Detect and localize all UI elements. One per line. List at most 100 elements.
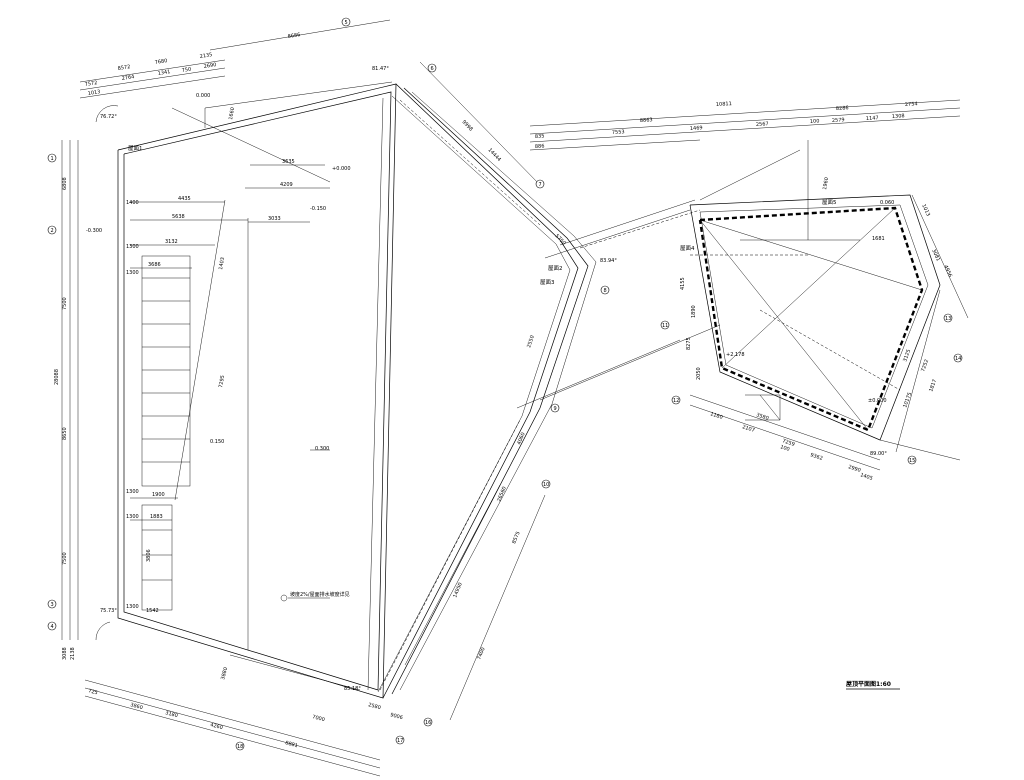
svg-text:4: 4: [51, 624, 54, 630]
dim-int-4209: 4209: [280, 182, 293, 188]
grid-bubble-14: 14: [953, 353, 963, 363]
grid-bubble-2: 2: [47, 225, 57, 235]
dim-diag-5750: 5750: [554, 233, 567, 246]
dim-top-8572: 8572: [117, 64, 131, 72]
level-marks: 0.000 +0.000 -0.150 +2.178 0.060 -0.300 …: [86, 93, 894, 452]
dim-r-2050: 2050: [696, 367, 702, 380]
svg-text:3: 3: [51, 602, 54, 608]
dim-top-1013: 1013: [87, 89, 101, 97]
dim-top-2135: 2135: [199, 52, 213, 60]
dim-bot-3880: 3880: [220, 667, 229, 681]
dim-diag-7400: 7400: [476, 647, 486, 661]
dim-r-8275: 8275: [686, 337, 692, 350]
level-mark-1: 0.000: [196, 93, 210, 99]
svg-text:12: 12: [673, 398, 679, 404]
dim-r-1405: 1405: [859, 472, 873, 482]
svg-text:15: 15: [909, 458, 915, 464]
dim-left-7500-a: 7500: [62, 297, 68, 310]
dim-left-2138: 2138: [70, 647, 76, 660]
dim-bot-3860: 3860: [129, 702, 143, 711]
drawing-title: 屋顶平面图1:60: [846, 680, 891, 688]
dim-r-1180: 1180: [709, 411, 723, 421]
level-mark-5: 0.060: [880, 200, 894, 206]
dim-int-3686: 3686: [148, 262, 161, 268]
dim-r-2107: 2107: [741, 424, 755, 434]
svg-text:17: 17: [397, 738, 403, 744]
dim-diag-8575: 8575: [511, 531, 521, 545]
dim-ur-2567: 2567: [756, 121, 769, 128]
dim-left-7500-b: 7500: [62, 552, 68, 565]
dim-diag-9998: 9998: [461, 119, 474, 132]
right-dimensions: 1013 1681 3081 4956 3125 7252 1817 10175…: [680, 177, 969, 482]
room-label-1: 屋面1: [128, 145, 143, 152]
level-mark-8: 0.150: [210, 439, 224, 445]
level-mark-4: +2.178: [726, 352, 745, 358]
svg-text:16: 16: [425, 720, 431, 726]
dim-ur-1469: 1469: [690, 125, 703, 132]
svg-text:2: 2: [51, 228, 54, 234]
dim-ur-10811: 10811: [716, 101, 732, 108]
grid-bubble-7: 7: [535, 179, 545, 189]
grid-bubble-10: 10: [541, 479, 551, 489]
grid-bubble-15: 15: [907, 455, 917, 465]
angle-mark-2: 81.47°: [372, 66, 389, 72]
dim-ur-2754: 2754: [905, 101, 918, 108]
dim-int-1883: 1883: [150, 514, 163, 520]
dim-r-7259: 7259: [781, 438, 795, 448]
dim-int-4435: 4435: [178, 196, 191, 202]
dim-ur-1308: 1308: [892, 113, 905, 120]
top-dimension-chain: 8572 7680 2135 7572 2764 1341 750 2690 1…: [79, 19, 391, 99]
dim-r-4155: 4155: [680, 277, 686, 290]
dim-r-7252: 7252: [920, 359, 930, 373]
dim-inner-1300-b: 1300: [126, 270, 139, 276]
grid-bubbles: 1 2 3 4 5 6 7 8 9 10 11 12 13 14 15 16 1…: [47, 17, 963, 751]
dim-top-8686: 8686: [287, 32, 301, 40]
svg-text:8: 8: [604, 288, 607, 294]
dim-diag-26560: 26560: [496, 486, 508, 503]
dim-left-28088: 28088: [54, 369, 60, 385]
dim-int-7295: 7295: [218, 375, 226, 389]
grid-bubble-17: 17: [395, 735, 405, 745]
dim-ur-8286: 8286: [836, 105, 849, 112]
svg-text:18: 18: [237, 744, 243, 750]
dim-r-1890: 1890: [691, 305, 697, 318]
dim-diag-2550: 2550: [526, 335, 536, 349]
dim-r-3580: 3580: [755, 412, 769, 422]
grid-bubble-6: 6: [427, 63, 437, 73]
room-label-5: 屋面5: [822, 199, 837, 206]
dim-int-1542: 1542: [146, 608, 159, 614]
dim-inner-1300-a: 1300: [126, 244, 139, 250]
dim-inner-1300-e: 1300: [126, 604, 139, 610]
dim-r-1013: 1013: [920, 203, 931, 217]
dim-top-750: 750: [181, 67, 191, 74]
svg-text:5: 5: [345, 20, 348, 26]
dim-diag-14950: 14950: [452, 582, 464, 599]
angle-mark-4: 85.18°: [344, 686, 361, 692]
dim-bot-8881: 8881: [284, 740, 298, 749]
svg-text:11: 11: [662, 323, 668, 329]
grid-bubble-4: 4: [47, 621, 57, 631]
svg-text:14: 14: [955, 356, 961, 362]
angle-mark-3: 75.73°: [100, 608, 117, 614]
dim-bot-2580: 2580: [367, 702, 381, 711]
svg-text:9: 9: [554, 406, 557, 412]
grid-bubble-3: 3: [47, 599, 57, 609]
dim-left-6808: 6808: [62, 177, 68, 190]
grid-bubble-9: 9: [550, 403, 560, 413]
dim-inner-1300-c: 1300: [126, 489, 139, 495]
dim-int-3132: 3132: [165, 239, 178, 245]
dim-int-3806: 3806: [146, 549, 152, 562]
dim-r-100: 100: [779, 444, 790, 453]
dim-int-1403: 1403: [218, 257, 226, 271]
dim-int-3635: 3635: [282, 159, 295, 165]
room-label-4: 屋面4: [680, 245, 695, 252]
svg-text:10: 10: [543, 482, 549, 488]
svg-text:7: 7: [539, 182, 542, 188]
dim-r-1817: 1817: [928, 379, 938, 393]
left-building: [117, 81, 397, 699]
dim-top-7572: 7572: [84, 80, 98, 88]
dim-inner-1400: 1400: [126, 200, 139, 206]
dim-r-9362: 9362: [809, 452, 823, 462]
grid-bubble-8: 8: [600, 285, 610, 295]
dim-int-1660: 1660: [228, 107, 236, 121]
